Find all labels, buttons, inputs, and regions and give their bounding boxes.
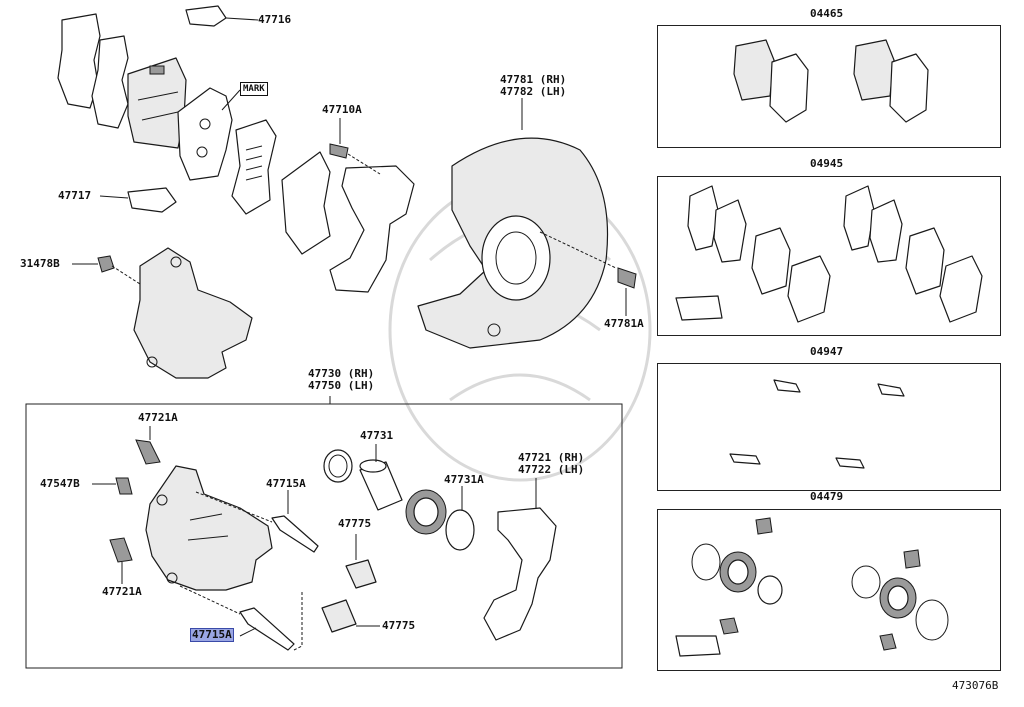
piston-seal-ring[interactable] — [323, 449, 353, 483]
bush-boot-upper[interactable] — [345, 534, 377, 589]
part-label-47547b[interactable]: 47547B — [40, 477, 80, 490]
mark-label: MARK — [240, 82, 268, 96]
kit-box-04945[interactable] — [657, 176, 1001, 336]
part-label-47775-upper[interactable]: 47775 — [338, 517, 372, 530]
part-label-47721-47722[interactable]: 47721 (RH) 47722 (LH) — [518, 451, 585, 476]
bolt-47721a-top[interactable] — [135, 426, 161, 465]
bleeder-plug[interactable] — [72, 255, 141, 285]
part-label-47730-47750[interactable]: 47730 (RH) 47750 (LH) — [308, 367, 375, 392]
kit-04465-contents — [733, 39, 929, 123]
anti-squeal-shim[interactable] — [231, 119, 277, 215]
cylinder-seal[interactable] — [445, 486, 475, 551]
part-label-47715a-upper[interactable]: 47715A — [266, 477, 306, 490]
part-label-47716[interactable]: 47716 — [258, 13, 292, 26]
part-label-47775-lower[interactable]: 47775 — [382, 619, 416, 632]
plug-47547b[interactable] — [92, 477, 133, 495]
cylinder-housing[interactable] — [133, 247, 253, 379]
part-label-47731[interactable]: 47731 — [360, 429, 394, 442]
part-label-47710a[interactable]: 47710A — [322, 103, 362, 116]
part-label-47717[interactable]: 47717 — [58, 189, 92, 202]
slide-pin-lower[interactable] — [179, 585, 295, 651]
part-label-47721a-bottom[interactable]: 47721A — [102, 585, 142, 598]
inner-pad[interactable] — [127, 57, 187, 149]
cover-bolt-47781a[interactable] — [617, 267, 637, 316]
caliper-mounting-lower[interactable] — [483, 478, 557, 641]
piston-boot[interactable] — [405, 489, 447, 535]
kit-box-code: 04945 — [810, 157, 844, 170]
mounting-bolt-47710a[interactable] — [329, 118, 381, 175]
outer-pad[interactable] — [177, 87, 233, 181]
kit-box-code: 04465 — [810, 7, 844, 20]
bolt-47721a-bottom[interactable] — [109, 537, 133, 584]
kit-04479-contents — [675, 517, 949, 657]
part-label-47715a-highlighted[interactable]: 47715A — [190, 628, 234, 642]
part-label-47781a[interactable]: 47781A — [604, 317, 644, 330]
slide-pin-upper[interactable] — [195, 490, 319, 553]
part-label-47721a-top[interactable]: 47721A — [138, 411, 178, 424]
pad-clip[interactable] — [99, 187, 177, 213]
kit-04945-contents — [675, 185, 983, 323]
kit-04947-contents — [729, 379, 905, 469]
bush-boot-lower[interactable] — [293, 592, 380, 651]
kit-box-04947[interactable] — [657, 363, 1001, 491]
caliper-mounting-upper[interactable] — [329, 165, 415, 293]
piston[interactable] — [359, 444, 403, 511]
kit-box-04479[interactable] — [657, 509, 1001, 671]
pad-support-plate[interactable] — [281, 151, 331, 255]
drawing-number: 473076B — [952, 679, 999, 692]
disc-brake-dust-cover[interactable] — [417, 98, 617, 349]
part-label-31478b[interactable]: 31478B — [20, 257, 60, 270]
kit-box-04465[interactable] — [657, 25, 1001, 148]
part-label-47781-47782[interactable]: 47781 (RH) 47782 (LH) — [500, 73, 567, 98]
pad-shim-2[interactable] — [91, 35, 129, 129]
shim-kit-part[interactable] — [185, 5, 259, 27]
kit-box-code: 04479 — [810, 490, 844, 503]
part-label-47731a[interactable]: 47731A — [444, 473, 484, 486]
kit-box-code: 04947 — [810, 345, 844, 358]
caliper-body[interactable] — [145, 465, 273, 591]
